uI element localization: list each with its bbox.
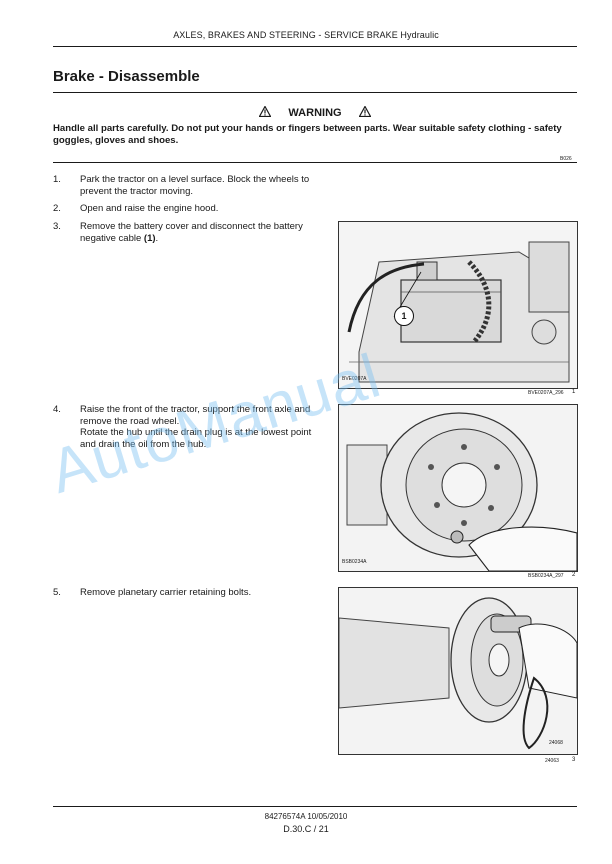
title-rule	[53, 92, 577, 93]
step-text-part: Rotate the hub until the drain plug is a…	[80, 427, 312, 450]
step-number: 1.	[53, 174, 61, 185]
step-text: Remove the battery cover and disconnect …	[80, 221, 318, 244]
step-text: Open and raise the engine hood.	[80, 203, 219, 214]
warning-text: Handle all parts carefully. Do not put y…	[53, 123, 562, 146]
step-number: 5.	[53, 587, 61, 598]
figure-caption-code: 24063	[545, 758, 559, 764]
hub-illustration	[339, 405, 577, 571]
step-number: 3.	[53, 221, 61, 232]
warning-label: WARNING	[288, 106, 342, 119]
figure-number: 3	[572, 757, 576, 763]
figure-code: BSB0234A	[342, 559, 367, 565]
section-title: Brake - Disassemble	[53, 68, 200, 85]
callout-ref: (1)	[143, 232, 156, 244]
figure-planetary-bolts: 24068	[338, 587, 578, 755]
figure-caption-code: BSB0234A_297	[528, 573, 564, 579]
footer-page-number: D.30.C / 21	[283, 824, 329, 834]
figure-caption-code: BVE0207A_296	[528, 390, 564, 396]
warning-rule	[53, 162, 577, 163]
figure-code: 24068	[549, 740, 563, 746]
battery-illustration	[339, 222, 577, 388]
step-text: Park the tractor on a level surface. Blo…	[80, 174, 310, 197]
figure-number: 1	[572, 389, 576, 395]
figure-code: BVE0207A	[342, 376, 367, 382]
footer-rule	[53, 806, 577, 807]
figure-hub-drain: BSB0234A	[338, 404, 578, 572]
step-number: 4.	[53, 404, 61, 415]
callout-marker: 1	[394, 306, 414, 326]
warning-heading: WARNING	[53, 105, 577, 120]
running-header: AXLES, BRAKES AND STEERING - SERVICE BRA…	[173, 30, 439, 40]
warning-ref: B026	[560, 156, 572, 162]
step-text: Remove planetary carrier retaining bolts…	[80, 587, 252, 598]
figure-number: 2	[572, 572, 576, 578]
step-text-part: .	[155, 232, 159, 244]
warning-triangle-icon	[358, 105, 372, 120]
footer-doc-ref: 84276574A 10/05/2010	[264, 812, 348, 821]
header-rule	[53, 46, 577, 47]
warning-triangle-icon	[258, 105, 272, 120]
step-text-part: Remove the battery cover and disconnect …	[80, 221, 303, 244]
planetary-illustration	[339, 588, 577, 754]
figure-battery-cable: 1 BVE0207A	[338, 221, 578, 389]
step-text-part: Raise the front of the tractor, support …	[80, 404, 311, 427]
step-number: 2.	[53, 203, 61, 214]
step-text: Raise the front of the tractor, support …	[80, 404, 318, 450]
